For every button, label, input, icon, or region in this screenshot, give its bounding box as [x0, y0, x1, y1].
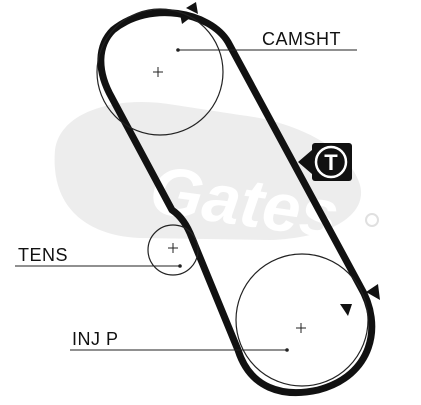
tension-badge-icon: T [298, 143, 352, 181]
injection-pump-leader-dot [285, 348, 289, 352]
tension-badge-letter: T [324, 150, 338, 175]
camshaft-timing-mark [180, 2, 198, 24]
leader-lines [15, 49, 357, 351]
tensioner-leader-dot [178, 264, 182, 268]
camshaft-label: CAMSHT [262, 29, 341, 49]
tensioner-center-mark [168, 243, 178, 253]
camshaft-center-mark [153, 67, 163, 77]
injection-pump-label: INJ P [72, 329, 119, 349]
tensioner-pulley [147, 224, 199, 276]
camshaft-leader-dot [176, 48, 180, 52]
timing-belt [97, 9, 376, 397]
injection-pump-center-mark [296, 323, 306, 333]
injection-pump-timing-mark [340, 284, 380, 316]
tensioner-label: TENS [18, 245, 68, 265]
injection-pump-pulley [235, 253, 369, 387]
camshaft-pulley [96, 8, 224, 136]
